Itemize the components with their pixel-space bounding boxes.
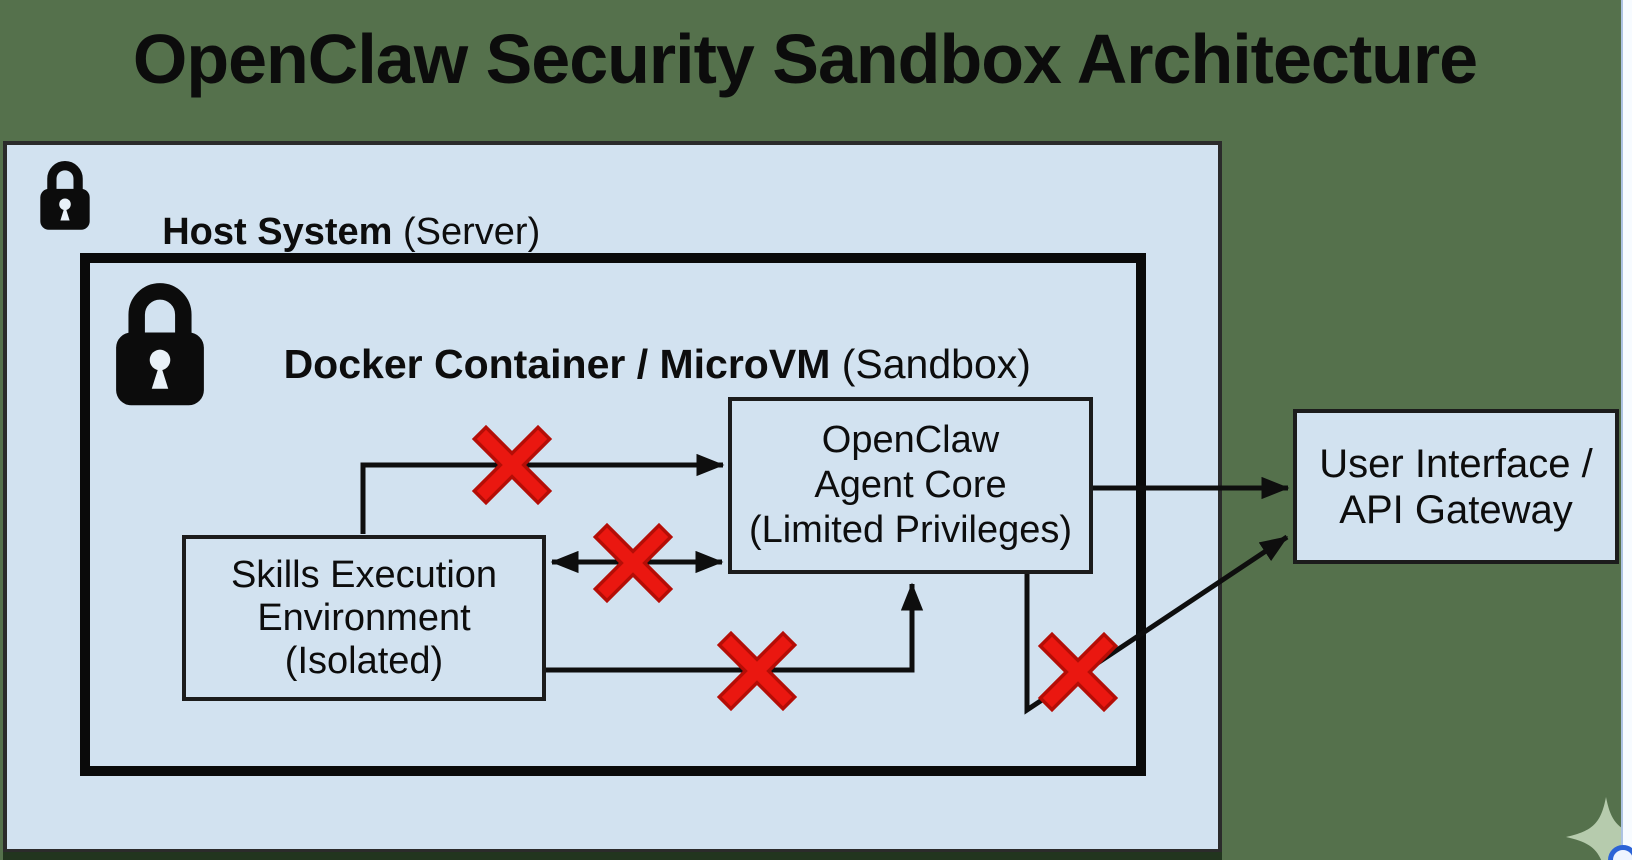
skills-box-line: Environment	[257, 596, 471, 639]
skills-box-line: Skills Execution	[230, 553, 498, 596]
agent-core-box: OpenClaw Agent Core (Limited Privileges)	[728, 397, 1093, 574]
sandbox-label-bold: Docker Container / MicroVM	[283, 341, 831, 388]
agent-box-line: (Limited Privileges)	[748, 509, 1073, 551]
lock-icon	[116, 283, 204, 406]
host-system-label-suffix: (Server)	[392, 210, 541, 253]
gateway-box-line: User Interface /	[1319, 441, 1593, 486]
right-edge-strip	[1621, 0, 1632, 860]
sandbox-label: Docker Container / MicroVM (Sandbox)	[238, 294, 1031, 435]
diagram-title: OpenClaw Security Sandbox Architecture	[132, 20, 1478, 98]
skills-box-line: (Isolated)	[284, 639, 444, 682]
host-box-shadow	[3, 852, 1222, 860]
skills-execution-environment-box: Skills Execution Environment (Isolated)	[182, 535, 546, 701]
agent-box-line: OpenClaw	[821, 419, 1000, 461]
sandbox-box	[80, 253, 1146, 776]
agent-box-line: Agent Core	[814, 464, 1007, 506]
host-system-label-bold: Host System	[162, 210, 393, 253]
circle-cursor-icon	[1608, 845, 1632, 860]
host-system-label: Host System (Server)	[120, 167, 540, 298]
user-interface-api-gateway-box: User Interface / API Gateway	[1293, 409, 1619, 564]
lock-icon	[40, 161, 90, 230]
gateway-box-line: API Gateway	[1339, 487, 1573, 532]
sandbox-label-suffix: (Sandbox)	[830, 341, 1031, 388]
